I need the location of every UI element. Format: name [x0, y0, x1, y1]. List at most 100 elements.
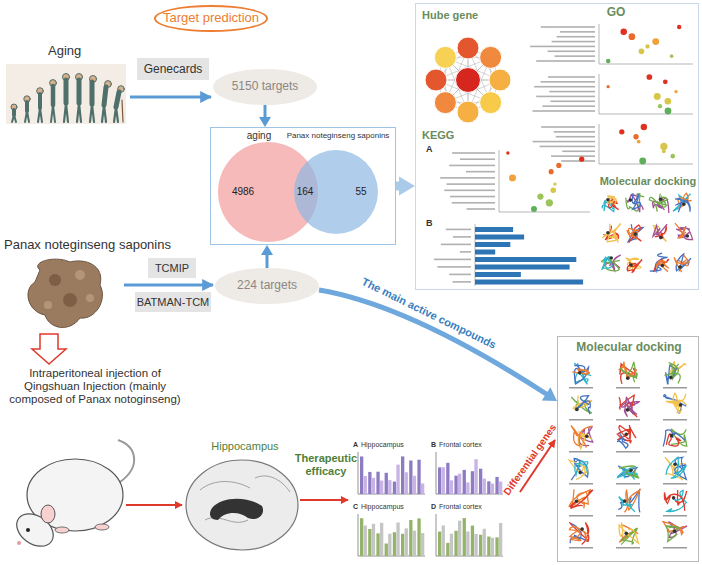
bar — [466, 531, 469, 556]
aging-strip — [122, 100, 123, 122]
ligand — [661, 264, 665, 268]
bar-chart — [436, 514, 503, 556]
aging-strip — [53, 105, 55, 122]
term-placeholder — [452, 152, 495, 154]
aging-strip — [11, 74, 124, 123]
protein-ribbon — [569, 522, 588, 544]
ligand — [659, 236, 663, 240]
caption-placeholder — [663, 483, 687, 485]
enrichment-dot — [645, 44, 649, 48]
node-text: KEGG — [422, 129, 482, 142]
protein-ribbon — [666, 457, 686, 478]
term-placeholder — [562, 150, 595, 152]
enrichment-dot — [506, 151, 509, 154]
term-placeholder — [536, 60, 595, 62]
caption-placeholder — [616, 547, 640, 549]
term-placeholder — [453, 236, 471, 238]
protein-structure — [619, 395, 639, 417]
term-placeholder — [449, 165, 495, 167]
bar — [475, 235, 524, 240]
protein-ribbon — [619, 522, 638, 543]
aging-strip — [64, 80, 69, 103]
bar — [475, 272, 521, 277]
caption-placeholder — [616, 419, 640, 421]
protein-structure — [627, 224, 643, 242]
mouse-illustration — [95, 524, 109, 530]
ligand — [629, 198, 633, 202]
plot-axis — [599, 74, 600, 114]
bar — [479, 535, 482, 556]
term-placeholder — [560, 31, 595, 33]
protein-structure — [673, 193, 692, 212]
bar — [446, 463, 449, 494]
bar — [409, 520, 412, 556]
ligand — [606, 231, 610, 235]
text-label: A — [426, 144, 433, 154]
protein-structure — [665, 361, 686, 384]
enrichment-dot — [620, 29, 626, 35]
term-placeholder — [554, 131, 595, 133]
enrichment-dot — [670, 154, 675, 159]
protein-ribbon — [663, 430, 685, 446]
aging-strip — [51, 86, 56, 105]
ligand — [629, 469, 633, 473]
enrichment-dot — [637, 140, 641, 144]
text-label: D — [431, 503, 436, 511]
bar-chart — [358, 452, 425, 494]
aging-strip — [40, 108, 42, 122]
dot-plot — [533, 124, 693, 165]
bar — [466, 482, 469, 494]
aging-strip — [92, 104, 94, 122]
term-placeholder — [441, 244, 471, 246]
bar — [475, 227, 513, 232]
text-label: B — [426, 218, 433, 228]
bar — [475, 265, 570, 270]
bar — [471, 526, 474, 556]
protein-structure — [569, 489, 593, 508]
bar — [396, 523, 399, 556]
protein-structure — [617, 425, 636, 448]
bar — [364, 476, 367, 494]
dot-plot — [530, 24, 693, 64]
term-placeholder — [551, 155, 595, 157]
ligand — [669, 376, 673, 380]
protein-structure — [619, 362, 638, 384]
connector — [319, 290, 557, 401]
enrichment-dot — [606, 85, 609, 88]
term-placeholder — [452, 281, 471, 283]
bar — [396, 465, 399, 494]
bar — [487, 481, 490, 494]
protein-ribbon — [676, 399, 687, 413]
protein-ribbon — [569, 527, 588, 542]
bar — [405, 472, 408, 494]
term-placeholder — [440, 177, 495, 179]
ligand — [626, 376, 630, 380]
protein-ribbon — [675, 199, 690, 213]
bar — [360, 518, 363, 556]
protein-structure — [665, 457, 686, 480]
term-placeholder — [552, 41, 595, 43]
arrowhead — [399, 176, 415, 195]
ligand — [580, 527, 584, 531]
text-label: Intraperitoneal injection of Qingshuan I… — [4, 367, 186, 407]
bar — [495, 537, 498, 556]
bar — [385, 544, 388, 556]
protein-structure — [618, 490, 640, 512]
mouse-illustration — [55, 527, 69, 533]
edge-label: The main active compounds — [360, 275, 498, 351]
notoginseng-root — [49, 274, 61, 286]
bar — [475, 257, 576, 262]
bar — [474, 459, 477, 494]
flow-arrow — [130, 97, 211, 98]
protein-structure — [571, 396, 592, 415]
bar — [380, 481, 383, 494]
red-arrow — [126, 504, 182, 506]
protein-ribbon — [675, 223, 686, 238]
node-text: 55 — [346, 186, 376, 198]
connector — [261, 245, 273, 268]
chart-axis — [358, 514, 359, 556]
enrichment-dot — [546, 199, 553, 206]
node-text: 4986 — [223, 186, 263, 198]
caption-placeholder — [663, 387, 687, 389]
notoginseng-root — [28, 259, 102, 327]
